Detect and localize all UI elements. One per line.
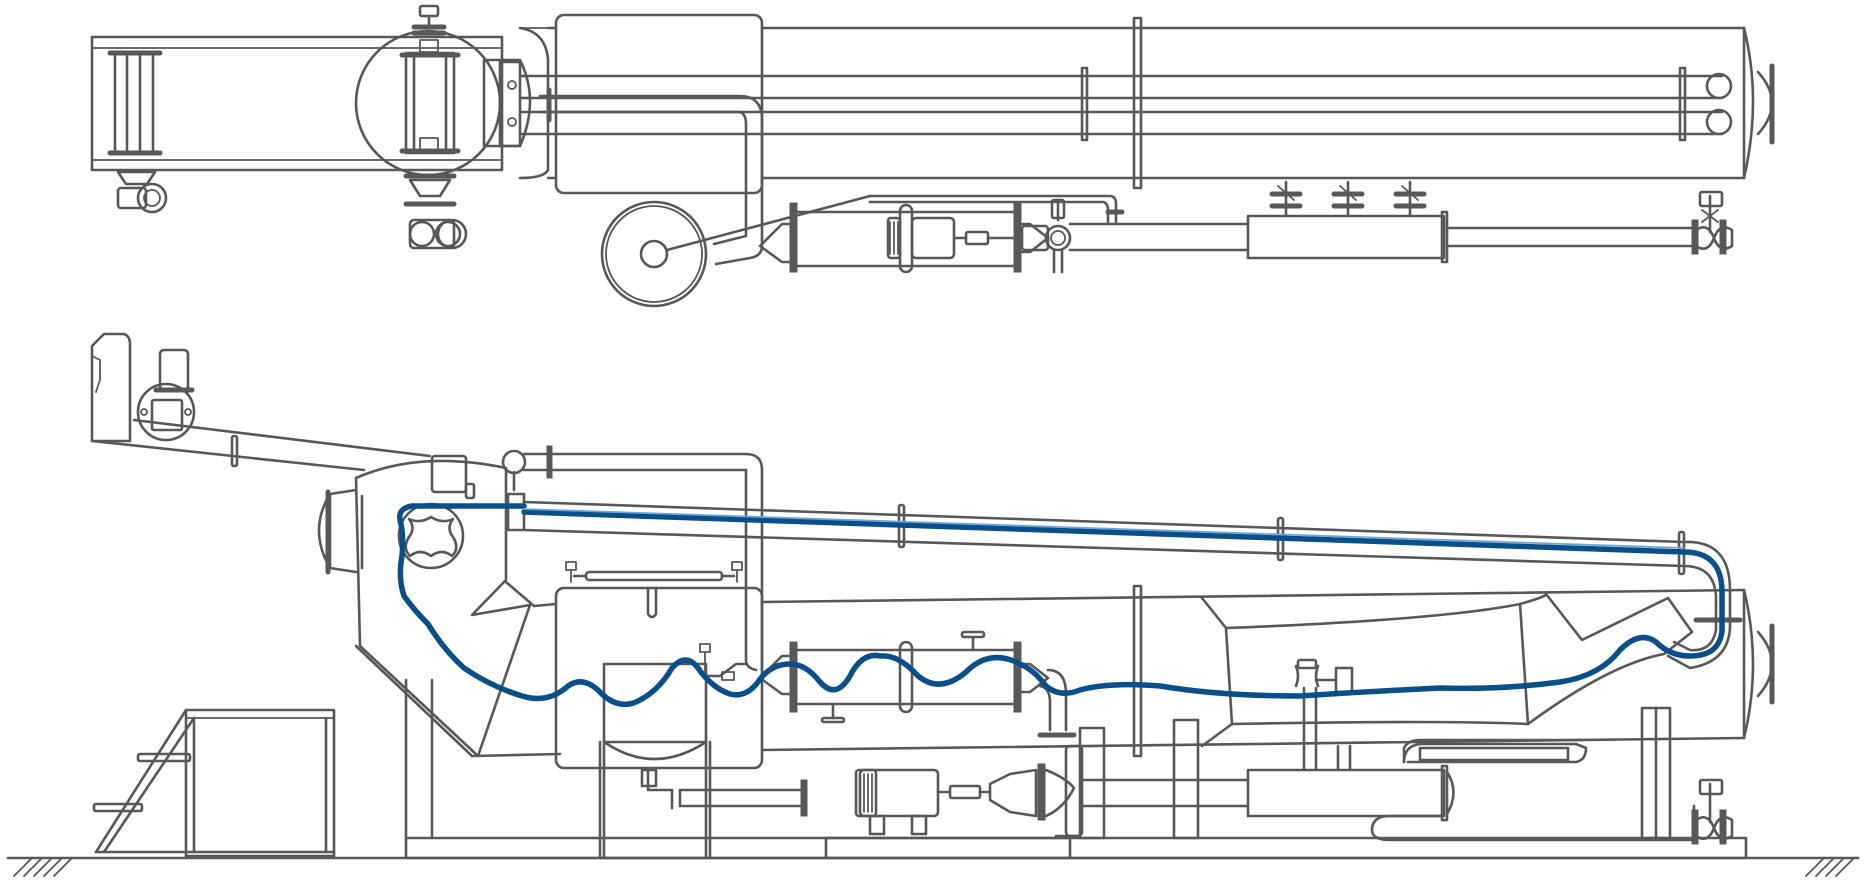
top-housing-caster-wheel bbox=[403, 173, 468, 250]
tank-side-valve bbox=[1294, 658, 1354, 772]
side-separator-vessel bbox=[1078, 718, 1455, 840]
chute-hopper-body bbox=[317, 459, 562, 758]
access-platform-stairs bbox=[92, 708, 336, 858]
material-flow-path bbox=[397, 503, 1725, 707]
top-separator-nozzle bbox=[1331, 180, 1365, 218]
top-plan-view bbox=[90, 4, 1775, 308]
ground-line bbox=[6, 856, 1860, 877]
top-housing-top-valve bbox=[411, 4, 447, 36]
top-filter-vessel bbox=[758, 202, 1050, 274]
side-outlet-valve bbox=[1691, 778, 1734, 845]
top-outlet-pipe-valve bbox=[1445, 190, 1734, 255]
conveyor-drive-motor bbox=[136, 348, 196, 442]
lower-return-loop bbox=[1370, 738, 1696, 842]
top-large-wheel bbox=[600, 194, 1125, 308]
top-discharge-pipe bbox=[1068, 222, 1250, 252]
top-separator-nozzle bbox=[1393, 180, 1427, 218]
top-separator-vessel bbox=[1246, 180, 1449, 264]
bottom-suction-line bbox=[640, 768, 808, 817]
top-tank-band-flange bbox=[1132, 16, 1143, 190]
internal-baffle-insert bbox=[1200, 592, 1694, 748]
top-parallel-pipes bbox=[518, 66, 1733, 142]
top-left-caster-wheel bbox=[116, 170, 168, 214]
top-circular-drum-housing bbox=[354, 29, 502, 177]
top-bend-pipe bbox=[538, 94, 764, 266]
top-separator-nozzle bbox=[1269, 180, 1303, 218]
top-flange-plate bbox=[482, 26, 558, 180]
filter-vessel-side bbox=[699, 630, 1050, 724]
side-elevation-view bbox=[6, 332, 1860, 877]
tank-support-legs bbox=[1640, 706, 1672, 840]
base-frame bbox=[404, 678, 1748, 860]
pump-motor-unit bbox=[854, 744, 1084, 838]
rotary-feeder-valve bbox=[397, 454, 476, 570]
top-main-tank bbox=[760, 26, 1775, 180]
top-elbow-knob bbox=[501, 449, 527, 475]
top-pump-valve bbox=[1020, 198, 1072, 274]
riser-pipe bbox=[506, 445, 764, 672]
top-left-conveyor-frame bbox=[90, 35, 504, 172]
inlet-feed-box bbox=[554, 561, 764, 860]
top-central-box bbox=[554, 13, 764, 195]
inclined-conveyor-arm bbox=[90, 332, 432, 472]
